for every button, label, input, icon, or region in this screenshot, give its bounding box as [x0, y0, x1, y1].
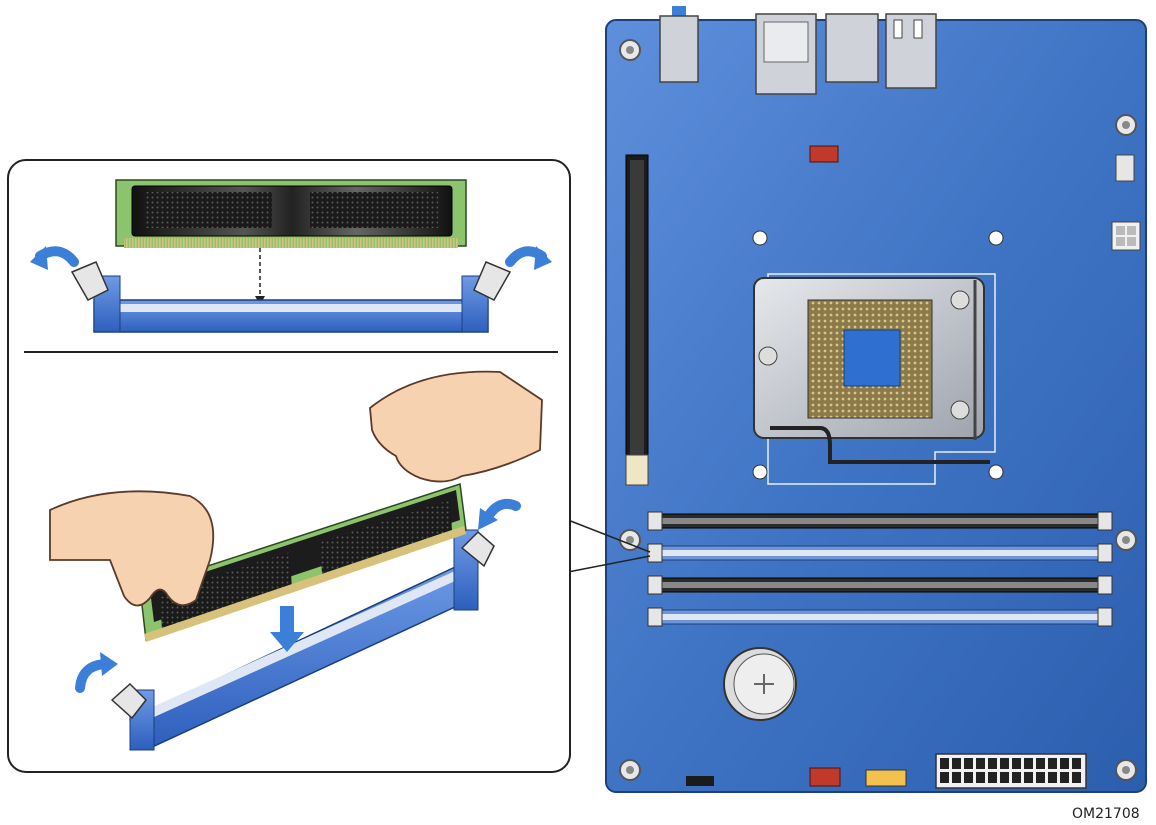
power-connector-pin [1072, 772, 1081, 783]
front-panel-header [686, 767, 907, 787]
hand-icon [49, 490, 215, 607]
fan-header [1115, 154, 1135, 182]
power-connector-pin [952, 758, 961, 769]
rear-io-audio-jack [659, 6, 699, 83]
mounting-hole-icon [619, 529, 641, 551]
rear-io-usb-port [825, 13, 879, 83]
retention-clip [70, 261, 109, 301]
power-connector-pin [1024, 758, 1033, 769]
dimm-slot-1 [647, 511, 1113, 531]
motherboard [605, 6, 1147, 793]
power-connector-pin [976, 758, 985, 769]
main-power-connector [935, 753, 1087, 789]
power-connector-pin [1000, 758, 1009, 769]
dimm-slot-2 [647, 543, 1113, 563]
curved-arrow-icon [30, 246, 79, 270]
power-connector-pin [1012, 758, 1021, 769]
hand-icon [369, 370, 543, 483]
memory-module-icon [115, 179, 467, 248]
power-connector-pin [1060, 758, 1069, 769]
callout-lines [567, 519, 651, 573]
power-connector-pin [940, 772, 949, 783]
battery-icon [723, 647, 797, 721]
power-connector-pin [964, 758, 973, 769]
power-connector-pin [1048, 772, 1057, 783]
down-arrow-icon [270, 606, 304, 652]
dimm-slot-3 [647, 575, 1113, 595]
curved-arrow-icon [75, 652, 118, 693]
power-connector-pin [1000, 772, 1009, 783]
mounting-hole-icon [619, 759, 641, 781]
power-connector-pin [1012, 772, 1021, 783]
curved-arrow-icon [505, 246, 552, 270]
power-connector-pin [940, 758, 949, 769]
power-connector-pin [1036, 758, 1045, 769]
dimm-slot-4 [647, 607, 1113, 627]
dimm-slot-angled [128, 529, 479, 751]
power-connector-pin [976, 772, 985, 783]
cpu-socket [752, 230, 1004, 485]
installation-inset-panel [7, 159, 571, 773]
memory-module-icon [139, 483, 467, 642]
retention-clip [460, 530, 495, 568]
rear-io-lan-port [755, 13, 817, 95]
power-connector-pin [1060, 772, 1069, 783]
mounting-hole-icon [1115, 759, 1137, 781]
figure-id-label: OM21708 [1072, 806, 1140, 822]
atx12v-power-connector [1111, 221, 1141, 251]
power-connector-pin [952, 772, 961, 783]
retention-clip [110, 682, 147, 720]
mounting-hole-icon [619, 39, 641, 61]
dimm-slot-open [93, 275, 489, 333]
power-connector-pin [964, 772, 973, 783]
power-connector-pin [1036, 772, 1045, 783]
pci-express-slot [625, 154, 649, 486]
retention-clip [473, 261, 512, 301]
fan-header [809, 145, 839, 163]
power-connector-pin [988, 758, 997, 769]
curved-arrow-icon [478, 498, 521, 530]
power-connector-pin [1048, 758, 1057, 769]
mounting-hole-icon [1115, 529, 1137, 551]
power-connector-pin [1024, 772, 1033, 783]
rear-io-usb-port [885, 13, 937, 89]
mounting-hole-icon [1115, 114, 1137, 136]
power-connector-pin [988, 772, 997, 783]
power-connector-pin [1072, 758, 1081, 769]
